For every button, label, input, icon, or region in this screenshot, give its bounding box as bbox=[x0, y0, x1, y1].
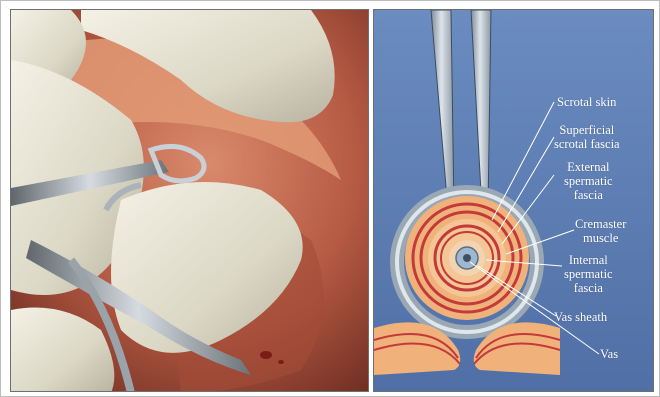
label-superficial-line1: Superficial bbox=[554, 123, 620, 137]
label-internal-line2: spermatic bbox=[564, 267, 613, 281]
label-vas-sheath-text: Vas sheath bbox=[554, 310, 607, 324]
surgical-photo-drawing bbox=[11, 10, 369, 392]
label-cremaster-muscle: Cremaster muscle bbox=[575, 217, 626, 245]
label-superficial-scrotal-fascia: Superficial scrotal fascia bbox=[554, 123, 620, 151]
label-external-spermatic-fascia: External spermatic fascia bbox=[564, 160, 613, 202]
label-vas-text: Vas bbox=[600, 347, 618, 361]
label-internal-line1: Internal bbox=[564, 253, 613, 267]
label-external-line1: External bbox=[564, 160, 613, 174]
label-vas: Vas bbox=[600, 347, 618, 361]
surgical-photo bbox=[10, 9, 369, 392]
anatomical-illustration: Scrotal skin Superficial scrotal fascia … bbox=[373, 9, 654, 392]
label-superficial-line2: scrotal fascia bbox=[554, 137, 620, 151]
label-scrotal-skin-text: Scrotal skin bbox=[557, 95, 616, 109]
label-scrotal-skin: Scrotal skin bbox=[557, 95, 616, 109]
label-external-line3: fascia bbox=[564, 188, 613, 202]
label-internal-line3: fascia bbox=[564, 281, 613, 295]
label-cremaster-line1: Cremaster bbox=[575, 217, 626, 231]
label-vas-sheath: Vas sheath bbox=[554, 310, 607, 324]
label-external-line2: spermatic bbox=[564, 174, 613, 188]
label-cremaster-line2: muscle bbox=[575, 231, 626, 245]
label-internal-spermatic-fascia: Internal spermatic fascia bbox=[564, 253, 613, 295]
